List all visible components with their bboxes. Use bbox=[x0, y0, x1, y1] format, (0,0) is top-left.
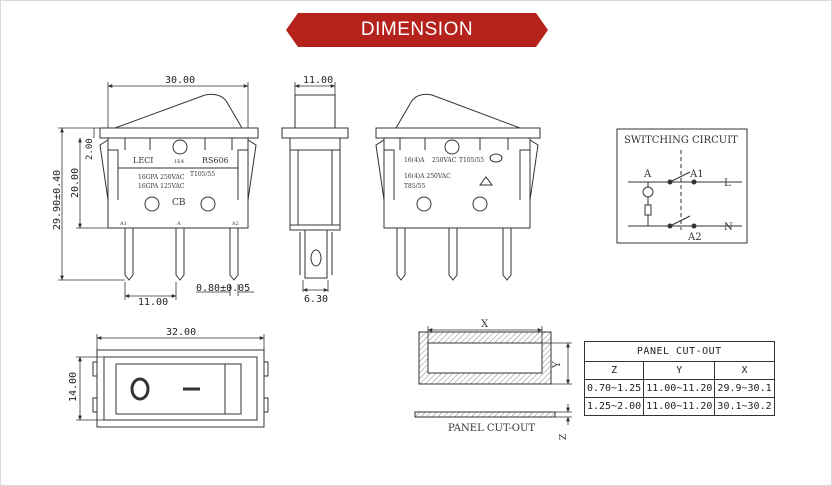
table-cell: 11.00~11.20 bbox=[643, 379, 716, 398]
side-view-dim-text: 30.00 29.90±0.40 20.00 2.00 11.00 0.80±0… bbox=[52, 75, 250, 308]
pin-a-label: A bbox=[176, 221, 181, 227]
dim-side-width: 30.00 bbox=[165, 75, 195, 86]
dim-total-height: 29.90±0.40 bbox=[52, 170, 63, 230]
side-view-dims bbox=[58, 82, 254, 300]
right-rating1: 16(4)A bbox=[404, 157, 425, 164]
model-label: RS606 bbox=[202, 156, 229, 165]
dim-pin-thickness: 0.80±0.05 bbox=[196, 283, 250, 294]
panel-z-label: Z bbox=[559, 434, 569, 440]
dim-end-width: 11.00 bbox=[303, 75, 333, 86]
panel-cutout-dims bbox=[427, 326, 572, 425]
circuit-label-a1: A1 bbox=[689, 169, 704, 180]
dim-top-length: 32.00 bbox=[166, 327, 196, 338]
right-volt1: 250VAC bbox=[432, 157, 457, 164]
panel-x-label: X bbox=[481, 319, 489, 330]
panel-caption: PANEL CUT-OUT bbox=[448, 423, 535, 434]
panel-table-header-x: X bbox=[714, 361, 775, 380]
top-view-dims bbox=[76, 334, 265, 421]
code-label: 1E4 bbox=[174, 159, 184, 165]
circuit-label-a2: A2 bbox=[687, 232, 702, 243]
dim-top-width: 14.00 bbox=[68, 372, 79, 402]
side-view-2 bbox=[375, 93, 541, 281]
end-view-dims bbox=[294, 82, 336, 292]
right-temp: T105/55 bbox=[459, 157, 484, 164]
right-temp2: T85/55 bbox=[404, 183, 425, 190]
panel-table-title: PANEL CUT-OUT bbox=[584, 341, 775, 362]
table-row: 1.25~2.00 11.00~11.20 30.1~30.2 bbox=[583, 397, 775, 416]
dim-body-height: 20.00 bbox=[70, 168, 81, 198]
banner-shape bbox=[286, 13, 548, 47]
right-rating2: 16(4)A 250VAC bbox=[404, 173, 451, 180]
banner-title: DIMENSION bbox=[360, 19, 474, 40]
circuit-label-a: A bbox=[643, 169, 652, 180]
brand-label: LECI bbox=[133, 156, 153, 165]
switching-circuit bbox=[616, 128, 748, 244]
switching-circuit-text: SWITCHING CIRCUIT A A1 L N A2 bbox=[624, 135, 738, 243]
dim-terminal-width: 6.30 bbox=[304, 294, 328, 305]
table-cell: 0.70~1.25 bbox=[583, 379, 645, 398]
side-view-text: LECI 1E4 RS606 16GPA 250VAC 16GPA 125VAC… bbox=[119, 156, 239, 227]
end-view bbox=[281, 94, 349, 279]
dimension-banner: DIMENSION bbox=[286, 13, 548, 47]
side-view bbox=[99, 93, 259, 281]
pin-a2-label: A2 bbox=[231, 221, 239, 227]
table-cell: 30.1~30.2 bbox=[714, 397, 775, 416]
panel-cutout-table: PANEL CUT-OUT Z Y X 0.70~1.25 11.00~11.2… bbox=[583, 341, 775, 416]
temp-label: T105/55 bbox=[190, 171, 215, 178]
panel-table-header-z: Z bbox=[583, 361, 645, 380]
cert-label: CB bbox=[172, 198, 186, 208]
side-view-2-text: 16(4)A 250VAC T105/55 16(4)A 250VAC T85/… bbox=[404, 157, 484, 190]
panel-cutout-drawing bbox=[414, 331, 556, 418]
top-view bbox=[92, 349, 269, 428]
table-row: 0.70~1.25 11.00~11.20 29.9~30.1 bbox=[583, 379, 775, 398]
rocker-off-symbol bbox=[130, 377, 150, 401]
circuit-title: SWITCHING CIRCUIT bbox=[624, 135, 738, 146]
table-cell: 29.9~30.1 bbox=[714, 379, 775, 398]
dim-pin-spacing: 11.00 bbox=[138, 297, 168, 308]
table-cell: 1.25~2.00 bbox=[583, 397, 645, 416]
table-cell: 11.00~11.20 bbox=[643, 397, 716, 416]
panel-y-label: Y bbox=[552, 361, 563, 369]
rating1-label: 16GPA 250VAC bbox=[138, 174, 185, 181]
dim-flange: 2.00 bbox=[85, 138, 95, 160]
panel-table-header-y: Y bbox=[643, 361, 716, 380]
pin-a1-label: A1 bbox=[119, 221, 127, 227]
circuit-label-l: L bbox=[724, 178, 731, 189]
circuit-label-n: N bbox=[724, 222, 733, 233]
rating2-label: 16GPA 125VAC bbox=[138, 183, 185, 190]
